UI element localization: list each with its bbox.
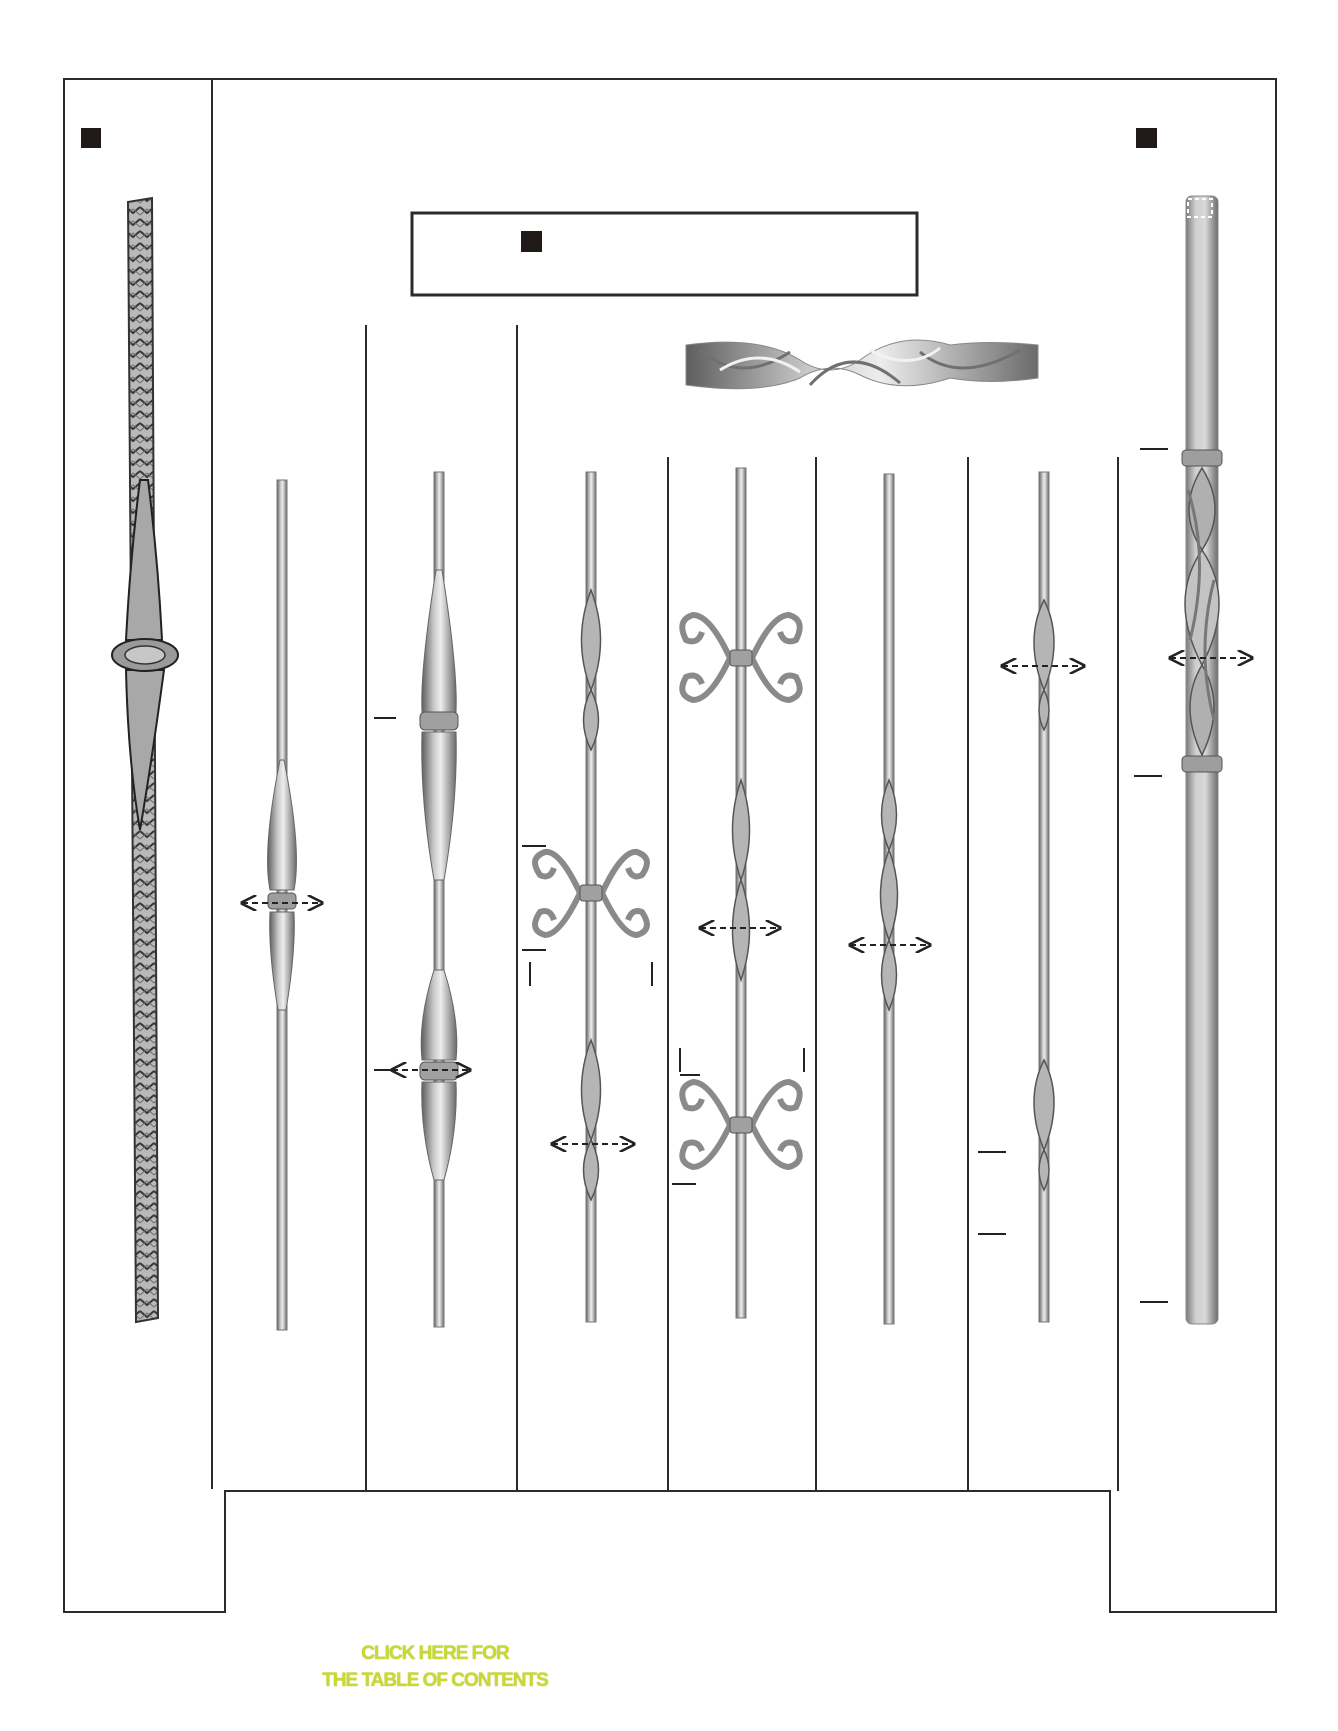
baluster-triple-twist bbox=[850, 473, 930, 1325]
title-box bbox=[410, 211, 919, 297]
toc-link-line1: CLICK HERE FOR bbox=[361, 1643, 510, 1664]
toc-link-line2: THE TABLE OF CONTENTS bbox=[322, 1670, 549, 1691]
baluster-double-twist bbox=[978, 471, 1084, 1323]
baluster-single-knuckle bbox=[242, 479, 322, 1331]
twist-detail-image bbox=[685, 339, 1039, 390]
baluster-hammered-spear-knuckle bbox=[111, 196, 179, 1324]
square-marker-icon bbox=[1136, 128, 1157, 148]
square-marker-icon bbox=[81, 128, 101, 148]
square-marker-icon bbox=[521, 231, 542, 252]
catalog-frame bbox=[63, 78, 1277, 1613]
baluster-double-knuckle bbox=[374, 471, 470, 1328]
baluster-hollow-twist-tube bbox=[1134, 195, 1252, 1325]
baluster-double-twist-single-scroll bbox=[522, 471, 653, 1323]
table-of-contents-link[interactable]: CLICK HERE FOR THE TABLE OF CONTENTS bbox=[290, 1640, 580, 1694]
baluster-double-scroll-twist bbox=[672, 467, 805, 1319]
